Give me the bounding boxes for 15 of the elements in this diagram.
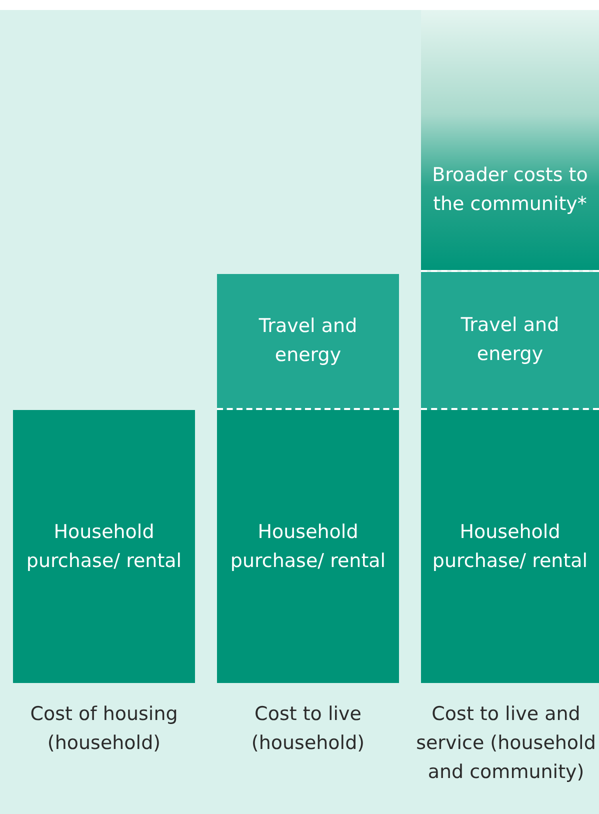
cost-block <box>421 272 599 410</box>
cost-block <box>13 410 195 683</box>
column-caption: Cost to live and service (household and community) <box>415 702 597 785</box>
block-label: Household purchase/ rental <box>25 520 183 574</box>
block-label: Broader costs to the community* <box>431 163 589 217</box>
column-caption: Cost to live (household) <box>250 702 366 756</box>
cost-block <box>421 10 599 272</box>
block-label: Household purchase/ rental <box>431 520 589 574</box>
block-label: Travel and energy <box>460 313 560 367</box>
block-label: Travel and energy <box>258 314 358 368</box>
cost-block <box>217 274 399 410</box>
block-label: Household purchase/ rental <box>229 520 387 574</box>
cost-block <box>421 410 599 683</box>
column-caption: Cost of housing (household) <box>29 702 179 756</box>
cost-block <box>217 410 399 683</box>
